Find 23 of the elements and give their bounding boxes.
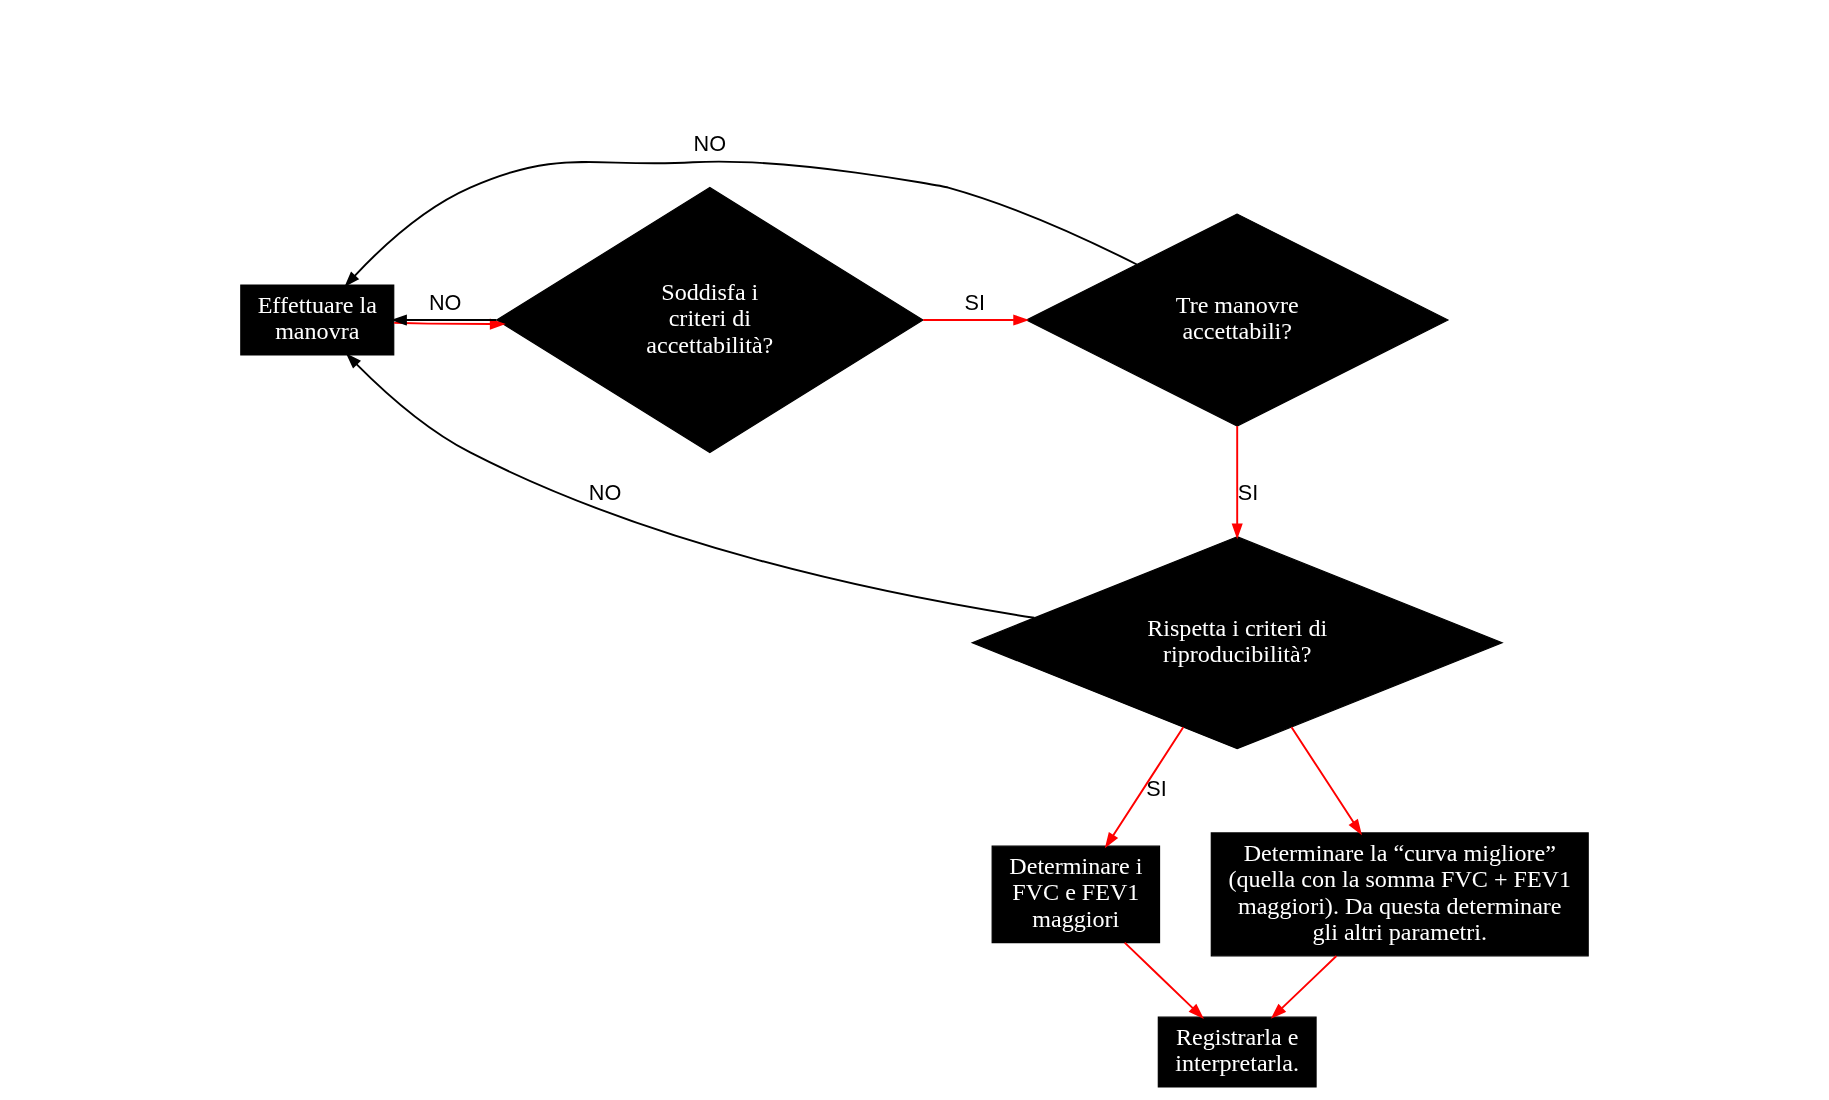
edge-label: SI	[964, 289, 985, 315]
node-diamond: Rispetta i criteri di riproducibilità?	[970, 536, 1504, 750]
node-diamond: Soddisfa i criteri di accettabilità?	[495, 186, 925, 454]
arrow	[1270, 955, 1338, 1019]
arrow	[1290, 726, 1362, 836]
arrow	[1104, 726, 1185, 849]
node-box: Determinare la “curva migliore” (quella con la somma FVC + FEV1 maggiori). Da questa determinare gli altri parametri.	[1210, 832, 1589, 957]
arrow	[1123, 941, 1204, 1019]
node-diamond: Tre manovre accettabili?	[1025, 213, 1450, 427]
edge-label: NO	[588, 479, 622, 505]
arrow	[393, 318, 506, 330]
node-box: Effettuare la manovra	[240, 284, 395, 356]
node-box: Determinare i FVC e FEV1 maggiori	[991, 845, 1161, 944]
edge-label: NO	[428, 289, 462, 315]
arrow	[390, 314, 498, 326]
node-box: Registrarla e interpretarla.	[1157, 1016, 1317, 1088]
arrow	[344, 160, 1138, 288]
arrow	[922, 314, 1030, 326]
arrow	[345, 353, 1036, 619]
edge-label: SI	[1146, 776, 1167, 802]
arrow	[1231, 425, 1243, 540]
edge-label: NO	[693, 130, 727, 156]
edge-label: SI	[1237, 479, 1259, 505]
